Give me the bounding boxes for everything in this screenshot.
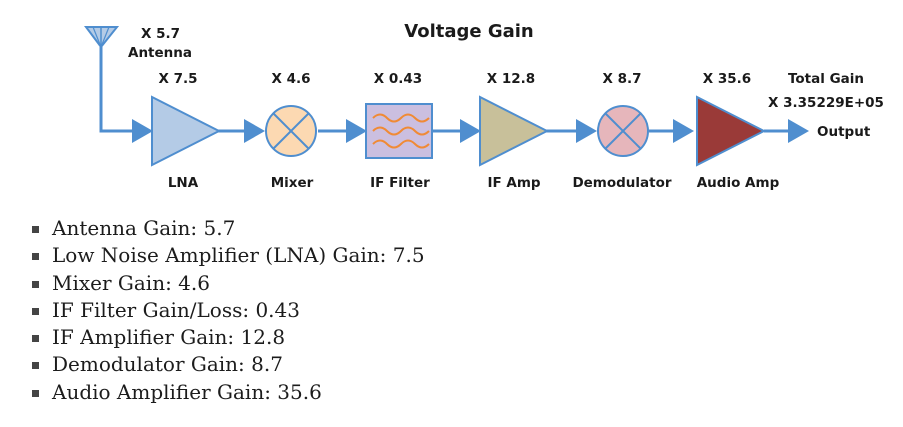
- list-item-audio-amplifier-gain: Audio Amplifier Gain: 35.6: [30, 379, 425, 406]
- demodulator-symbol: [597, 105, 649, 157]
- if-amp-label: IF Amp: [487, 175, 540, 191]
- if-amp-triangle: [479, 95, 550, 167]
- antenna-icon: [84, 26, 120, 49]
- list-item-if-amplifier-gain: IF Amplifier Gain: 12.8: [30, 324, 425, 351]
- lna-triangle: [151, 95, 222, 167]
- lna-gain-label: X 7.5: [158, 71, 197, 87]
- audio-amp-label: Audio Amp: [697, 175, 780, 191]
- voltage-gain-diagram: Voltage Gain X 5.7 Antenna X 7.5 LNA X 4…: [84, 21, 884, 191]
- if-filter-symbol: [365, 103, 433, 159]
- demodulator-gain-label: X 8.7: [602, 71, 641, 87]
- gain-list: Antenna Gain: 5.7 Low Noise Amplifier (L…: [30, 215, 425, 406]
- total-gain-value: X 3.35229E+05: [768, 95, 884, 111]
- antenna-label: Antenna: [128, 45, 192, 61]
- wire-antenna-lna: [99, 47, 153, 143]
- lna-label: LNA: [168, 175, 199, 191]
- audio-amp-triangle: [696, 95, 767, 167]
- mixer-label: Mixer: [271, 175, 314, 191]
- audio-amp-gain-label: X 35.6: [703, 71, 751, 87]
- mixer-symbol: [265, 105, 317, 157]
- list-item-lna-gain: Low Noise Amplifier (LNA) Gain: 7.5: [30, 242, 425, 269]
- output-label: Output: [817, 124, 871, 140]
- if-amp-gain-label: X 12.8: [487, 71, 535, 87]
- total-gain-label: Total Gain: [788, 71, 864, 87]
- list-item-demodulator-gain: Demodulator Gain: 8.7: [30, 351, 425, 378]
- mixer-gain-label: X 4.6: [271, 71, 310, 87]
- if-filter-gain-label: X 0.43: [374, 71, 422, 87]
- diagram-title: Voltage Gain: [404, 21, 534, 42]
- list-item-mixer-gain: Mixer Gain: 4.6: [30, 270, 425, 297]
- list-item-if-filter-gain: IF Filter Gain/Loss: 0.43: [30, 297, 425, 324]
- antenna-gain-label: X 5.7: [141, 26, 180, 42]
- list-item-antenna-gain: Antenna Gain: 5.7: [30, 215, 425, 242]
- if-filter-label: IF Filter: [370, 175, 430, 191]
- demodulator-label: Demodulator: [572, 175, 671, 191]
